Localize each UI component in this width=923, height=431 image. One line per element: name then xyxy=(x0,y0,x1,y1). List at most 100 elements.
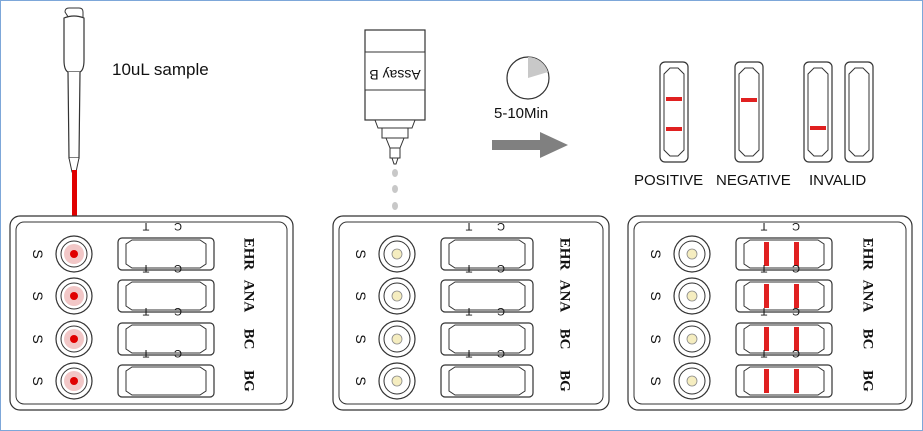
row-label: BG xyxy=(241,370,257,392)
pipette-icon xyxy=(63,7,85,228)
test-line xyxy=(764,369,769,393)
test-line-mark: T xyxy=(760,262,767,274)
sample-port xyxy=(673,235,711,273)
sample-port-label: S xyxy=(353,334,369,343)
row-label: ANA xyxy=(241,280,257,313)
test-line-mark: T xyxy=(760,220,767,232)
result-strip-invalid-2 xyxy=(844,61,874,163)
result-window xyxy=(440,322,534,356)
control-line-mark: C xyxy=(497,262,505,274)
sample-port-label: S xyxy=(353,291,369,300)
result-window xyxy=(117,237,215,271)
cassette-row: S T C EHR xyxy=(30,220,257,273)
row-label: BG xyxy=(860,370,876,392)
sample-port-label: S xyxy=(30,249,46,258)
positive-label: POSITIVE xyxy=(634,172,704,189)
sample-port xyxy=(55,320,93,358)
row-label: BG xyxy=(557,370,573,392)
incubation-time-label: 5-10Min xyxy=(494,105,549,122)
result-window xyxy=(735,279,833,313)
test-line-mark: T xyxy=(465,305,472,317)
invalid-label: INVALID xyxy=(809,172,867,189)
result-window xyxy=(735,364,833,398)
row-label: ANA xyxy=(860,280,876,313)
sample-port xyxy=(55,277,93,315)
sample-port xyxy=(378,235,416,273)
control-line-mark: C xyxy=(792,262,800,274)
control-line-mark: C xyxy=(497,347,505,359)
cassette-row: S T C BC xyxy=(353,305,573,358)
test-line-mark: T xyxy=(142,262,149,274)
sample-port-label: S xyxy=(648,376,664,385)
control-line-mark: C xyxy=(174,220,182,232)
control-line xyxy=(794,369,799,393)
sample-port xyxy=(378,320,416,358)
test-line-mark: T xyxy=(465,262,472,274)
test-line xyxy=(764,284,769,308)
cassette-row: S T C BG xyxy=(353,347,573,400)
result-strip-negative xyxy=(734,61,764,163)
result-window xyxy=(735,322,833,356)
arrow-right-icon xyxy=(492,132,568,158)
control-line-mark: C xyxy=(174,347,182,359)
control-line xyxy=(794,327,799,351)
buffer-bottle-icon: Assay B xyxy=(364,29,426,210)
cassette-row: S T C ANA xyxy=(30,262,257,315)
sample-volume-label: 10uL sample xyxy=(112,60,209,79)
sample-port xyxy=(55,362,93,400)
test-line-mark: T xyxy=(142,305,149,317)
test-line-mark: T xyxy=(465,347,472,359)
control-line-mark: C xyxy=(497,220,505,232)
control-line-mark: C xyxy=(174,305,182,317)
sample-port-label: S xyxy=(30,334,46,343)
sample-port xyxy=(378,362,416,400)
control-line-mark: C xyxy=(497,305,505,317)
result-strip-invalid-1 xyxy=(803,61,833,163)
bottle-label: Assay B xyxy=(369,67,420,83)
timer-icon xyxy=(506,56,550,100)
cassette-row: S T C BC xyxy=(648,305,876,358)
sample-port xyxy=(673,320,711,358)
result-window xyxy=(735,237,833,271)
result-window xyxy=(440,364,534,398)
row-label: BC xyxy=(557,329,573,350)
result-window xyxy=(440,237,534,271)
test-line-mark: T xyxy=(465,220,472,232)
result-strip-positive xyxy=(659,61,689,163)
sample-port-label: S xyxy=(648,291,664,300)
sample-port-label: S xyxy=(648,249,664,258)
cassette-row: S T C ANA xyxy=(353,262,573,315)
result-window xyxy=(117,279,215,313)
row-label: EHR xyxy=(241,238,257,271)
test-line xyxy=(764,327,769,351)
result-window xyxy=(440,279,534,313)
sample-port xyxy=(378,277,416,315)
test-line-mark: T xyxy=(142,220,149,232)
test-line-mark: T xyxy=(142,347,149,359)
sample-drop-line xyxy=(72,170,77,228)
sample-port xyxy=(55,235,93,273)
test-line xyxy=(764,242,769,266)
sample-port-label: S xyxy=(30,291,46,300)
sample-port-label: S xyxy=(648,334,664,343)
negative-label: NEGATIVE xyxy=(716,172,791,189)
sample-port-label: S xyxy=(353,376,369,385)
row-label: EHR xyxy=(557,238,573,271)
row-label: ANA xyxy=(557,280,573,313)
control-line xyxy=(794,284,799,308)
control-line xyxy=(794,242,799,266)
test-line-mark: T xyxy=(760,347,767,359)
row-label: BC xyxy=(860,329,876,350)
sample-port xyxy=(673,277,711,315)
control-line-mark: C xyxy=(792,305,800,317)
result-window xyxy=(117,364,215,398)
